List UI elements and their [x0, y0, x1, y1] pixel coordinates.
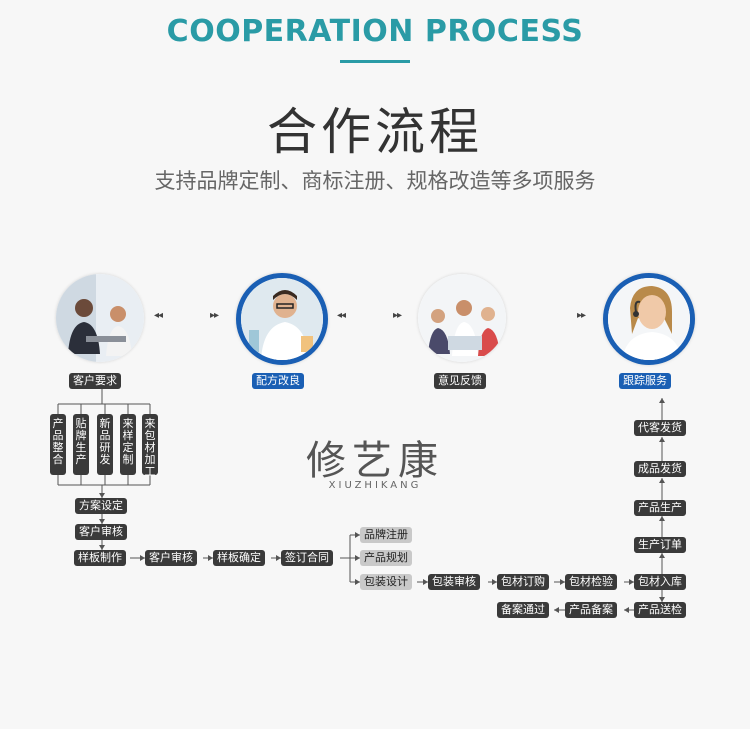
title-english: COOPERATION PROCESS [166, 14, 584, 49]
option-new-product: 新品研发 [97, 414, 113, 475]
brand-logo: 修艺康 [306, 438, 444, 484]
step-sample-making: 样板制作 [74, 550, 126, 566]
step-material-warehousing: 包材入库 [634, 574, 686, 590]
step-proxy-shipping: 代客发货 [634, 420, 686, 436]
arrow-left-icon: ◂◂ [337, 310, 346, 321]
option-text: 贴牌生产 [75, 417, 87, 466]
option-sample-custom: 来样定制 [120, 414, 136, 475]
step-customer-review-2: 客户审核 [145, 550, 197, 566]
option-text: 产品整合 [52, 417, 64, 466]
lab-researcher-photo-icon [236, 273, 328, 365]
step-production: 产品生产 [634, 500, 686, 516]
option-text: 来样定制 [122, 417, 134, 466]
step-filing-approved: 备案通过 [497, 602, 549, 618]
step-material-inspection: 包材检验 [565, 574, 617, 590]
option-product-integration: 产品整合 [50, 414, 66, 475]
step-sample-confirm: 样板确定 [213, 550, 265, 566]
meeting-photo-icon [56, 274, 144, 362]
option-text: 新品研发 [99, 417, 111, 466]
arrow-left-icon: ◂◂ [154, 310, 163, 321]
step-product-planning: 产品规划 [360, 550, 412, 566]
support-agent-photo-icon [603, 273, 695, 365]
step-plan: 方案设定 [75, 498, 127, 514]
step-product-inspection: 产品送检 [634, 602, 686, 618]
step-brand-registration: 品牌注册 [360, 527, 412, 543]
step-product-filing: 产品备案 [565, 602, 617, 618]
brand-logo-english: XIUZHIKANG [328, 480, 422, 491]
step-customer-review: 客户审核 [75, 524, 127, 540]
step-finished-shipping: 成品发货 [634, 461, 686, 477]
option-packaging-processing: 来包材加工 [142, 414, 158, 478]
arrow-right-icon: ▸▸ [393, 310, 402, 321]
stage-label-customer-request: 客户要求 [69, 373, 121, 389]
step-material-order: 包材订购 [497, 574, 549, 590]
arrow-right-icon: ▸▸ [577, 310, 586, 321]
arrow-right-icon: ▸▸ [210, 310, 219, 321]
step-production-order: 生产订单 [634, 537, 686, 553]
stage-label-feedback: 意见反馈 [434, 373, 486, 389]
page-title: 合作流程 [267, 103, 483, 161]
option-text: 来包材加工 [144, 417, 156, 478]
stage-label-formula-improvement: 配方改良 [252, 373, 304, 389]
step-packaging-review: 包装审核 [428, 574, 480, 590]
stage-label-tracking-service: 跟踪服务 [619, 373, 671, 389]
step-packaging-design: 包装设计 [360, 574, 412, 590]
team-discussion-photo-icon [418, 274, 506, 362]
step-sign-contract: 签订合同 [281, 550, 333, 566]
title-underline [340, 60, 410, 63]
page-subtitle: 支持品牌定制、商标注册、规格改造等多项服务 [154, 169, 596, 193]
option-oem: 贴牌生产 [73, 414, 89, 475]
